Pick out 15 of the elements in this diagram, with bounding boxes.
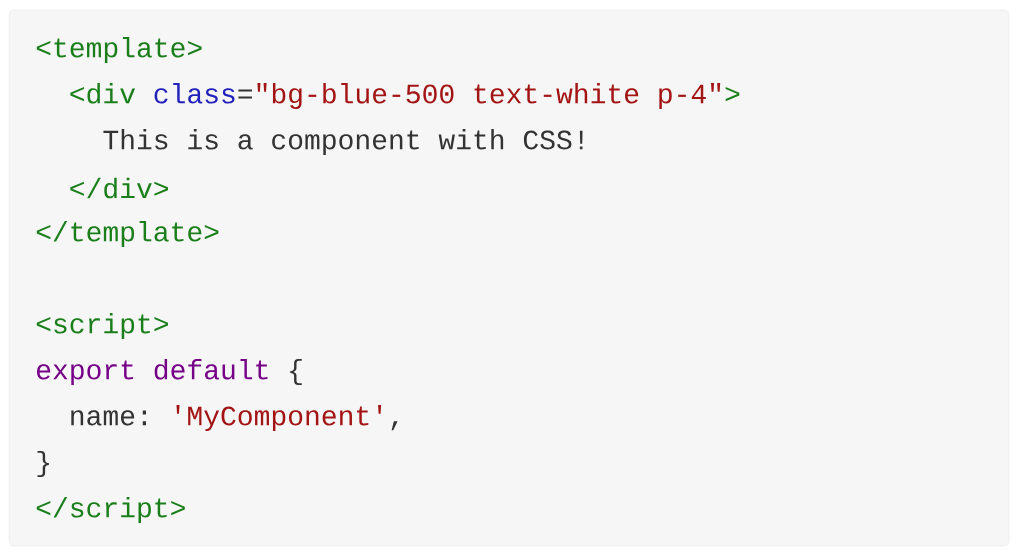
code-line: name: 'MyComponent' , bbox=[71, 404, 398, 432]
code-line: export default { bbox=[37, 358, 302, 386]
code-line: </div> bbox=[70, 177, 168, 199]
code-line: </template> bbox=[36, 220, 219, 248]
label: class bbox=[154, 82, 235, 104]
label: <div bbox=[70, 82, 136, 104]
code-line: <script> bbox=[36, 312, 168, 340]
code-line: <template> bbox=[36, 36, 202, 64]
label: "bg-blue-500 text-white p-4" bbox=[257, 82, 721, 110]
code-line: </script> bbox=[36, 496, 185, 524]
code-line: } bbox=[37, 450, 49, 478]
label: = bbox=[238, 89, 253, 99]
code-line: <div class= "bg-blue-500 text-white p-4" > bbox=[70, 82, 740, 110]
label: > bbox=[725, 86, 740, 102]
code-line: This is a component with CSS! bbox=[103, 128, 583, 156]
